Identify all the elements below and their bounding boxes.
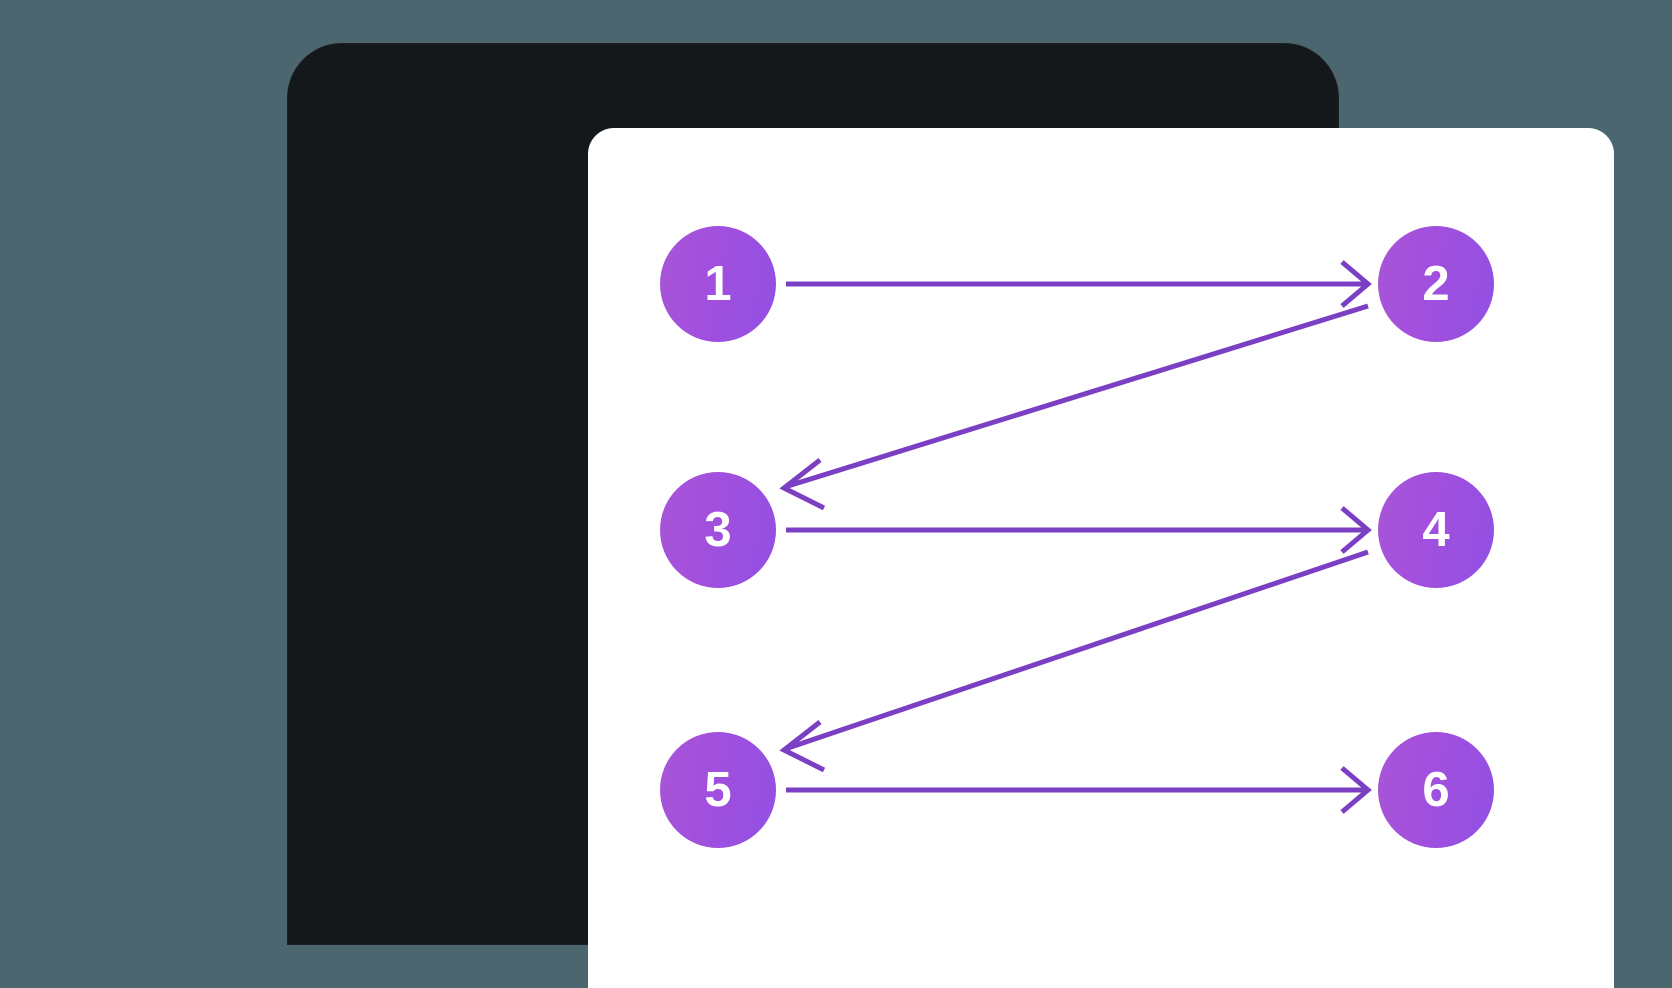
device-screen: 1 2 3 4 5 6 <box>588 128 1614 988</box>
node-label: 1 <box>704 256 732 311</box>
edge-5-to-6 <box>786 766 1372 814</box>
edge-2-to-3 <box>779 303 1369 511</box>
node-label: 4 <box>1422 502 1450 557</box>
node-label: 3 <box>704 502 732 557</box>
diagram-node-5[interactable]: 5 <box>660 732 776 848</box>
edge-1-to-2 <box>786 260 1372 308</box>
diagram-node-2[interactable]: 2 <box>1378 226 1494 342</box>
diagram-node-6[interactable]: 6 <box>1378 732 1494 848</box>
edge-3-to-4 <box>786 506 1372 554</box>
diagram-node-4[interactable]: 4 <box>1378 472 1494 588</box>
node-label: 5 <box>704 762 732 817</box>
diagram-node-1[interactable]: 1 <box>660 226 776 342</box>
node-label: 2 <box>1422 256 1450 311</box>
screenshot-stage: 1 2 3 4 5 6 <box>288 44 1614 988</box>
diagram-canvas[interactable]: 1 2 3 4 5 6 <box>588 128 1614 988</box>
edge-4-to-5 <box>779 549 1369 773</box>
node-label: 6 <box>1422 762 1450 817</box>
device-bezel: 1 2 3 4 5 6 <box>288 44 1614 988</box>
diagram-node-3[interactable]: 3 <box>660 472 776 588</box>
